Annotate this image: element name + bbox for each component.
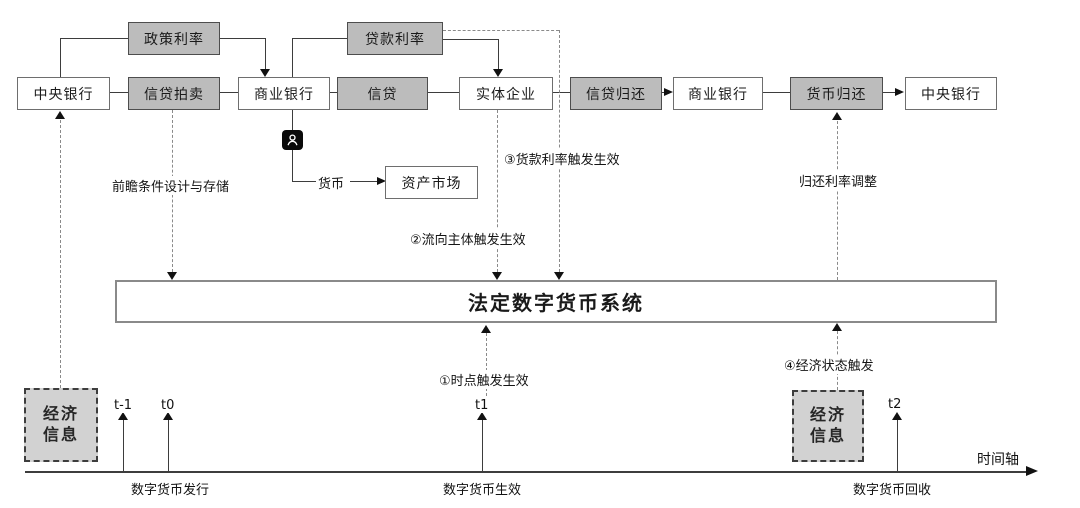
node-label: 信贷 xyxy=(367,86,398,103)
node-label: 中央银行 xyxy=(33,86,94,103)
node-currency-repayment: 货币归还 xyxy=(790,77,883,110)
arrow-up-icon xyxy=(163,412,173,420)
annotation-repayment-adjust: 归还利率调整 xyxy=(797,171,880,190)
tick-label-t2: t2 xyxy=(888,397,902,412)
milestone-recycle-label: 数字货币回收 xyxy=(853,479,932,498)
policy-rate-box: 政策利率 xyxy=(128,22,220,55)
connector-line xyxy=(553,92,570,93)
node-label: 货币归还 xyxy=(806,86,867,103)
economic-info-box-right: 经济信息 xyxy=(792,390,864,462)
loan-rate-box: 贷款利率 xyxy=(347,22,443,55)
asset-market-box: 资产市场 xyxy=(385,166,478,199)
arrow-right-icon xyxy=(377,177,386,185)
connector-line xyxy=(330,92,337,93)
money-label: 货币 xyxy=(316,173,347,192)
person-glyph xyxy=(287,134,298,146)
node-credit-repayment: 信贷归还 xyxy=(570,77,662,110)
node-label: 中央银行 xyxy=(921,86,981,103)
connector-line xyxy=(763,92,790,93)
dashed-line xyxy=(837,121,838,280)
annotation-note4: ④经济状态触发 xyxy=(782,355,876,374)
arrow-up-icon xyxy=(892,412,902,420)
node-central-bank: 中央银行 xyxy=(17,77,110,110)
policy-rate-label: 政策利率 xyxy=(144,31,204,48)
node-credit-auction: 信贷拍卖 xyxy=(128,77,220,110)
dashed-line xyxy=(443,30,559,31)
connector-line xyxy=(292,181,318,182)
dashed-line xyxy=(60,120,61,388)
connector-line xyxy=(443,39,498,40)
connector-line xyxy=(60,38,61,77)
tick-label-t1: t1 xyxy=(475,398,489,413)
tick-line xyxy=(482,420,483,471)
economic-info-box-left: 经济信息 xyxy=(24,388,98,462)
person-icon xyxy=(282,130,303,150)
node-label: 商业银行 xyxy=(688,86,748,103)
arrow-right-icon xyxy=(895,88,904,96)
connector-line xyxy=(350,181,378,182)
arrow-up-icon xyxy=(832,112,842,120)
timeline-arrow-icon xyxy=(1026,466,1038,476)
timeline-axis-label: 时间轴 xyxy=(977,449,1019,469)
milestone-issue-label: 数字货币发行 xyxy=(131,479,210,498)
system-box: 法定数字货币系统 xyxy=(115,280,997,323)
tick-line xyxy=(168,420,169,471)
arrow-right-icon xyxy=(664,88,673,96)
arrow-down-icon xyxy=(493,69,503,77)
arrow-down-icon xyxy=(492,272,502,280)
dashed-line xyxy=(486,333,487,396)
node-commercial-bank-2: 商业银行 xyxy=(673,77,763,110)
node-credit: 信贷 xyxy=(337,77,428,110)
arrow-up-icon xyxy=(477,412,487,420)
loan-rate-label: 贷款利率 xyxy=(365,31,425,48)
tick-label-t-1: t-1 xyxy=(114,398,133,413)
economic-info-label: 经济信息 xyxy=(809,405,846,445)
annotation-note2: ②流向主体触发生效 xyxy=(408,229,528,248)
arrow-up-icon xyxy=(832,323,842,331)
tick-line xyxy=(123,420,124,471)
arrow-up-icon xyxy=(118,412,128,420)
milestone-effective-label: 数字货币生效 xyxy=(443,479,522,498)
tick-line xyxy=(897,420,898,471)
connector-line xyxy=(220,92,238,93)
dashed-line xyxy=(497,110,498,272)
node-label: 信贷拍卖 xyxy=(144,86,204,103)
node-label: 商业银行 xyxy=(254,86,314,103)
connector-line xyxy=(60,38,128,39)
connector-line xyxy=(110,92,128,93)
node-real-enterprise: 实体企业 xyxy=(459,77,553,110)
annotation-note3: ③货款利率触发生效 xyxy=(502,149,622,168)
economic-info-label: 经济信息 xyxy=(42,404,79,444)
connector-line xyxy=(883,92,895,93)
arrow-down-icon xyxy=(167,272,177,280)
annotation-note1: ①时点触发生效 xyxy=(437,370,531,389)
arrow-down-icon xyxy=(554,272,564,280)
node-label: 信贷归还 xyxy=(586,86,646,103)
annotation-forward-design: 前瞻条件设计与存储 xyxy=(110,176,232,195)
system-box-title: 法定数字货币系统 xyxy=(468,291,644,315)
connector-line xyxy=(265,38,266,70)
tick-label-t0: t0 xyxy=(161,398,175,413)
connector-line xyxy=(292,38,347,39)
timeline-axis xyxy=(25,471,1030,473)
arrow-up-icon xyxy=(481,325,491,333)
connector-line xyxy=(498,39,499,70)
node-label: 实体企业 xyxy=(476,86,536,103)
connector-line xyxy=(292,38,293,77)
node-commercial-bank: 商业银行 xyxy=(238,77,330,110)
node-central-bank-2: 中央银行 xyxy=(905,77,997,110)
asset-market-label: 资产市场 xyxy=(401,175,462,192)
connector-line xyxy=(220,38,265,39)
arrow-up-icon xyxy=(55,111,65,119)
arrow-down-icon xyxy=(260,69,270,77)
connector-line xyxy=(428,92,459,93)
